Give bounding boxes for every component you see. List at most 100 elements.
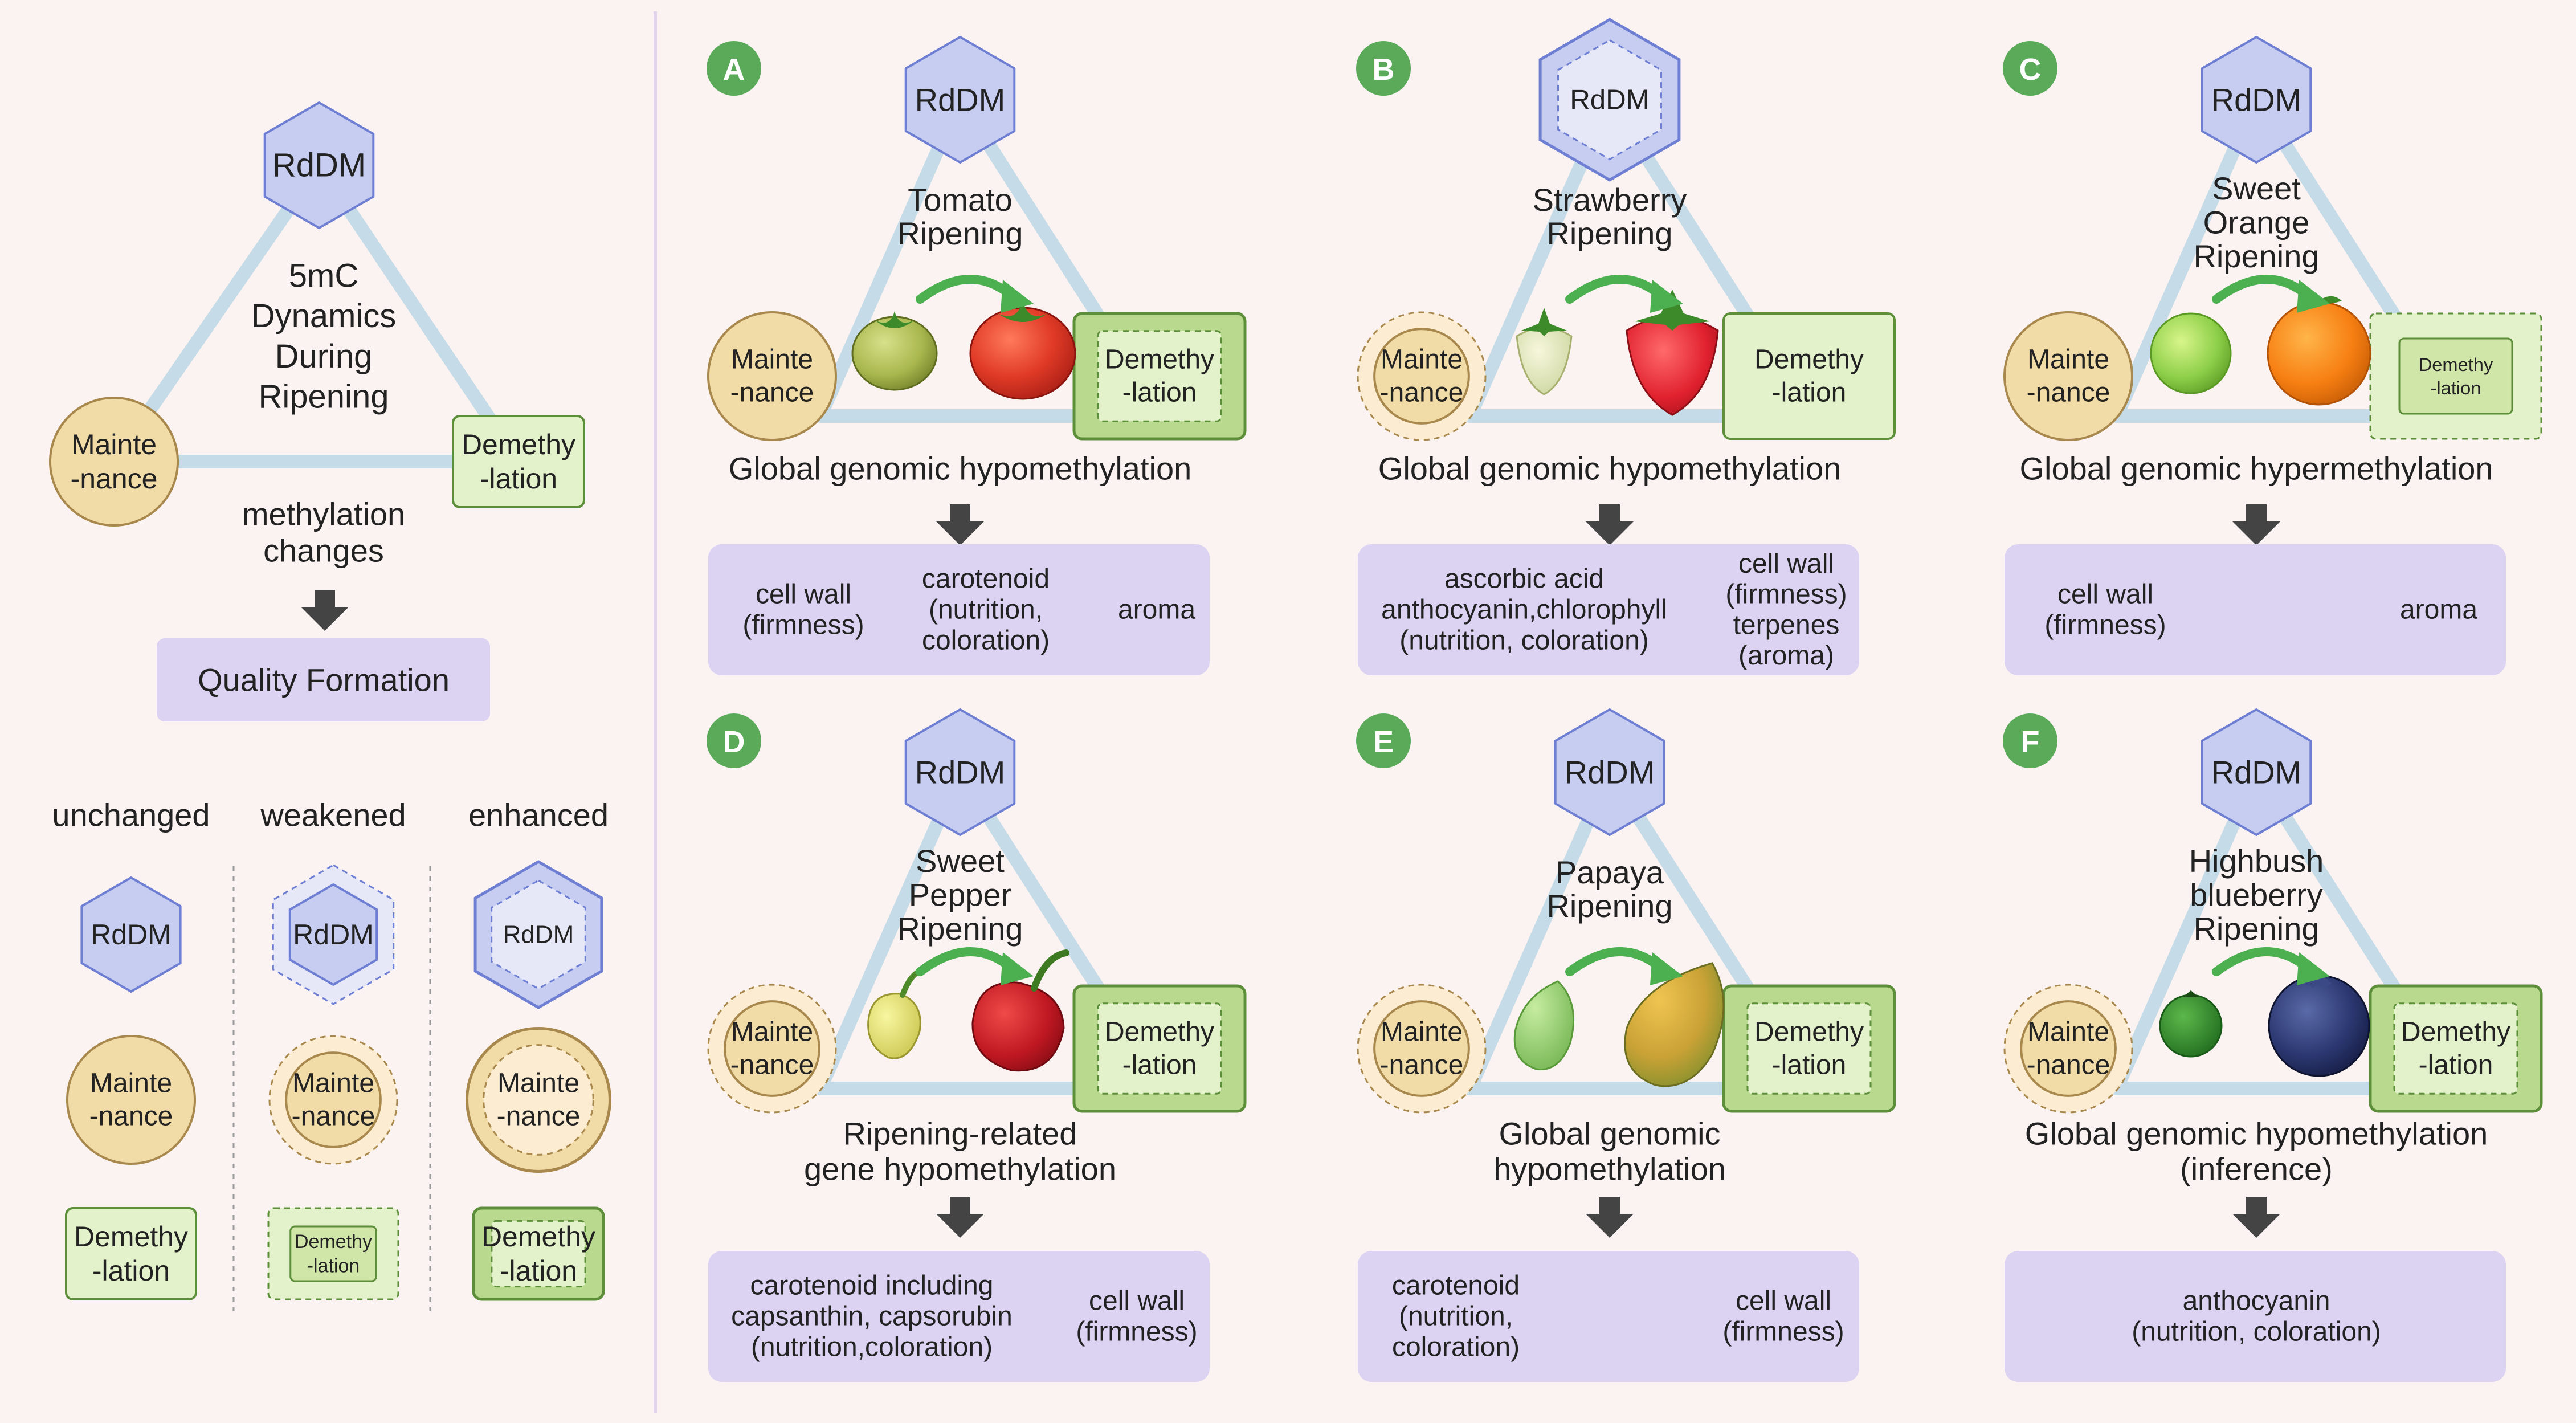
maintenance-label: Mainte (497, 1069, 579, 1099)
outcome-item: carotenoid (922, 564, 1050, 594)
outcome-item: coloration) (922, 625, 1050, 655)
maintenance-label: -nance (730, 1050, 814, 1080)
panel-title: Strawberry (1533, 182, 1687, 218)
ripe-orange (2267, 301, 2371, 406)
demethylation-label: Demethy (481, 1221, 595, 1253)
maintenance-label: Mainte (1381, 345, 1463, 375)
ripe-papaya (1624, 962, 1725, 1087)
quality-formation-box (157, 638, 490, 721)
panel-down-arrow (1586, 1197, 1634, 1238)
maintenance-label: Mainte (731, 1017, 813, 1047)
outcome-item: (nutrition, (1399, 1302, 1513, 1332)
rddm-label: RdDM (1570, 84, 1650, 116)
maintenance-node: Mainte-nance (49, 397, 179, 527)
panel-result-text: Global genomic hypermethylation (2019, 451, 2493, 487)
rddm-label: RdDM (915, 82, 1006, 118)
ripening-arrowhead (2297, 952, 2330, 985)
demethylation-label: -lation (307, 1255, 360, 1277)
ripening-arrowhead (2297, 280, 2330, 313)
ripe-pepper (971, 981, 1065, 1072)
panel-triangle (2110, 765, 2465, 1095)
rddm-hexagon (80, 876, 182, 993)
demethylation-box (289, 1225, 377, 1282)
maintenance-label: -nance (2027, 377, 2110, 407)
outcome-item: cell wall (2057, 580, 2153, 610)
overview-center-text: 5mC (289, 257, 358, 294)
demethylation-label: -lation (1772, 1050, 1847, 1080)
demethylation-node: Demethy-lation (1722, 984, 1896, 1113)
rddm-node: RdDM (1554, 708, 1665, 836)
outcome-item: carotenoid including (750, 1271, 994, 1301)
rddm-label: RdDM (293, 919, 374, 951)
maintenance-node: Mainte-nance (707, 311, 837, 441)
unripe-papaya (1513, 980, 1575, 1071)
panel-outcome-box (1358, 544, 1859, 675)
maintenance-label: Mainte (2027, 345, 2109, 375)
panel-badge (707, 713, 761, 768)
overview-panel: RdDMMainte-nanceDemethy-lation5mCDynamic… (49, 101, 585, 721)
overview-changes-text: methylation (242, 496, 405, 532)
ripening-arrowhead (1001, 280, 1034, 313)
outcome-item: (nutrition,coloration) (751, 1332, 993, 1362)
demethylation-inner-dashed (2393, 1002, 2518, 1095)
fruit-pair-papaya (1513, 962, 1725, 1087)
demethylation-node: Demethy-lation (1072, 984, 1247, 1113)
panel-badge (707, 41, 761, 96)
rddm-hexagon (2201, 708, 2312, 836)
panel-triangle (814, 765, 1169, 1095)
panel-title: Papaya (1556, 854, 1664, 890)
ripening-arrowhead (1650, 952, 1683, 985)
panel-down-arrow (936, 504, 984, 545)
maintenance-circle (724, 1000, 820, 1097)
unripe-orange (2150, 312, 2232, 394)
demethylation-label: -lation (1122, 1050, 1197, 1080)
panel-letter: D (723, 725, 745, 759)
overview-center-text: Dynamics (251, 297, 397, 335)
rddm-label: RdDM (91, 919, 172, 951)
panel-result-text: Global genomic hypomethylation (2025, 1116, 2488, 1152)
panel-result-text: Global genomic hypomethylation (729, 451, 1191, 487)
demethylation-label: Demethy (2419, 354, 2493, 375)
panel-outcome-box (708, 1251, 1210, 1382)
ripe-blueberry (2268, 975, 2370, 1077)
panel-outcome-box (2005, 544, 2506, 675)
panel-title: Ripening (1546, 215, 1672, 251)
overview-down-arrow (301, 590, 349, 631)
maintenance-node: Mainte-nance (268, 1035, 398, 1165)
maintenance-node: Mainte-nance (1357, 984, 1487, 1114)
rddm-hexagon (2201, 36, 2312, 164)
panel-badge (1356, 713, 1411, 768)
panel-letter: E (1373, 725, 1394, 759)
legend-header-unchanged: unchanged (52, 797, 210, 833)
panel-title: Tomato (908, 182, 1013, 218)
rddm-label: RdDM (272, 147, 366, 184)
strawberry-leaves (1635, 290, 1710, 331)
maintenance-circle (285, 1051, 382, 1148)
outcome-item: (firmness) (1076, 1316, 1197, 1347)
maintenance-node: Mainte-nance (466, 1027, 611, 1173)
demethylation-box (452, 415, 585, 508)
panel-outcome-box (2005, 1251, 2506, 1382)
maintenance-label: Mainte (71, 429, 157, 460)
rddm-node: RdDM (2201, 36, 2312, 164)
demethylation-inner-dashed (491, 1220, 586, 1288)
demethylation-label: Demethy (1754, 1017, 1864, 1047)
panel-D: DRdDMMainte-nanceDemethy-lationSweetPepp… (707, 708, 1247, 1382)
demethylation-label: -lation (2431, 377, 2481, 398)
rddm-label: RdDM (1565, 755, 1655, 790)
demethylation-label: -lation (500, 1255, 577, 1287)
panel-title: Ripening (2193, 911, 2319, 947)
panel-down-arrow (936, 1197, 984, 1238)
demethylation-label: -lation (1122, 377, 1197, 407)
diagram-layer: RdDMMainte-nanceDemethy-lation5mCDynamic… (49, 18, 2543, 1382)
demethylation-inner-dashed (1097, 330, 1222, 422)
maintenance-label: Mainte (1381, 1017, 1463, 1047)
panel-title: Highbush (2189, 843, 2324, 879)
panel-title: Pepper (909, 877, 1012, 913)
rddm-label: RdDM (915, 755, 1006, 790)
unripe-blueberry (2159, 994, 2223, 1058)
maintenance-node: Mainte-nance (1357, 311, 1487, 441)
tomato-calyx (998, 301, 1048, 322)
outcome-item: ascorbic acid (1444, 564, 1604, 594)
panel-title: Sweet (2212, 170, 2301, 206)
